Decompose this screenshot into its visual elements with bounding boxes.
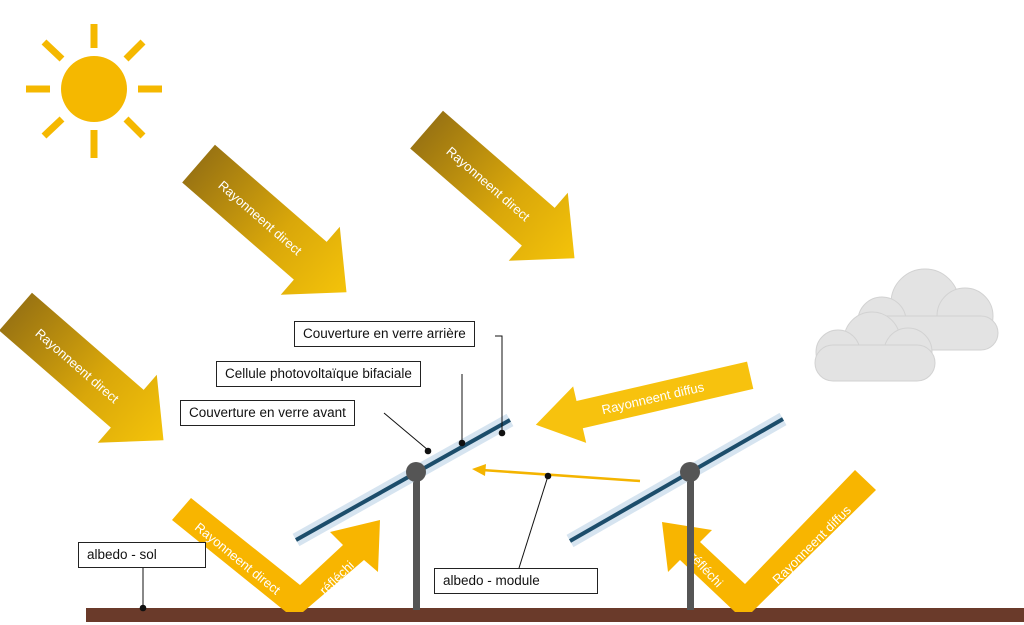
callout-leaders	[142, 335, 549, 608]
albedo-module-arrow	[472, 464, 641, 483]
bifacial-cell-label: Cellule photovoltaïque bifaciale	[216, 361, 421, 387]
module-right-pivot	[680, 462, 700, 482]
diffus-arrow: Rayonneent diffus	[535, 361, 754, 443]
cloud-icon	[814, 268, 999, 382]
module-left-cell	[295, 418, 511, 542]
rear-glass-label: Couverture en verre arrière	[294, 321, 475, 347]
pv-module-left	[292, 413, 514, 610]
albedo-sol-label: albedo - sol	[78, 542, 206, 568]
ground	[86, 608, 1024, 622]
direct-arrow-1: Rayonneent direct	[182, 144, 347, 295]
pv-module-right	[566, 412, 787, 610]
albedo-module-label: albedo - module	[434, 568, 598, 594]
callout-dots	[139, 429, 552, 612]
module-right-cell	[569, 417, 784, 543]
module-right-post	[687, 472, 694, 610]
direct-arrow-2: Rayonneent direct	[410, 110, 575, 261]
direct-arrow-3: Rayonneent direct	[0, 292, 164, 443]
sun-icon	[26, 24, 162, 158]
module-left-pivot	[406, 462, 426, 482]
front-glass-label: Couverture en verre avant	[180, 400, 355, 426]
reflected-diffus-arrow: Rayonneent diffus réfléchi	[662, 470, 876, 612]
module-left-post	[413, 472, 420, 610]
